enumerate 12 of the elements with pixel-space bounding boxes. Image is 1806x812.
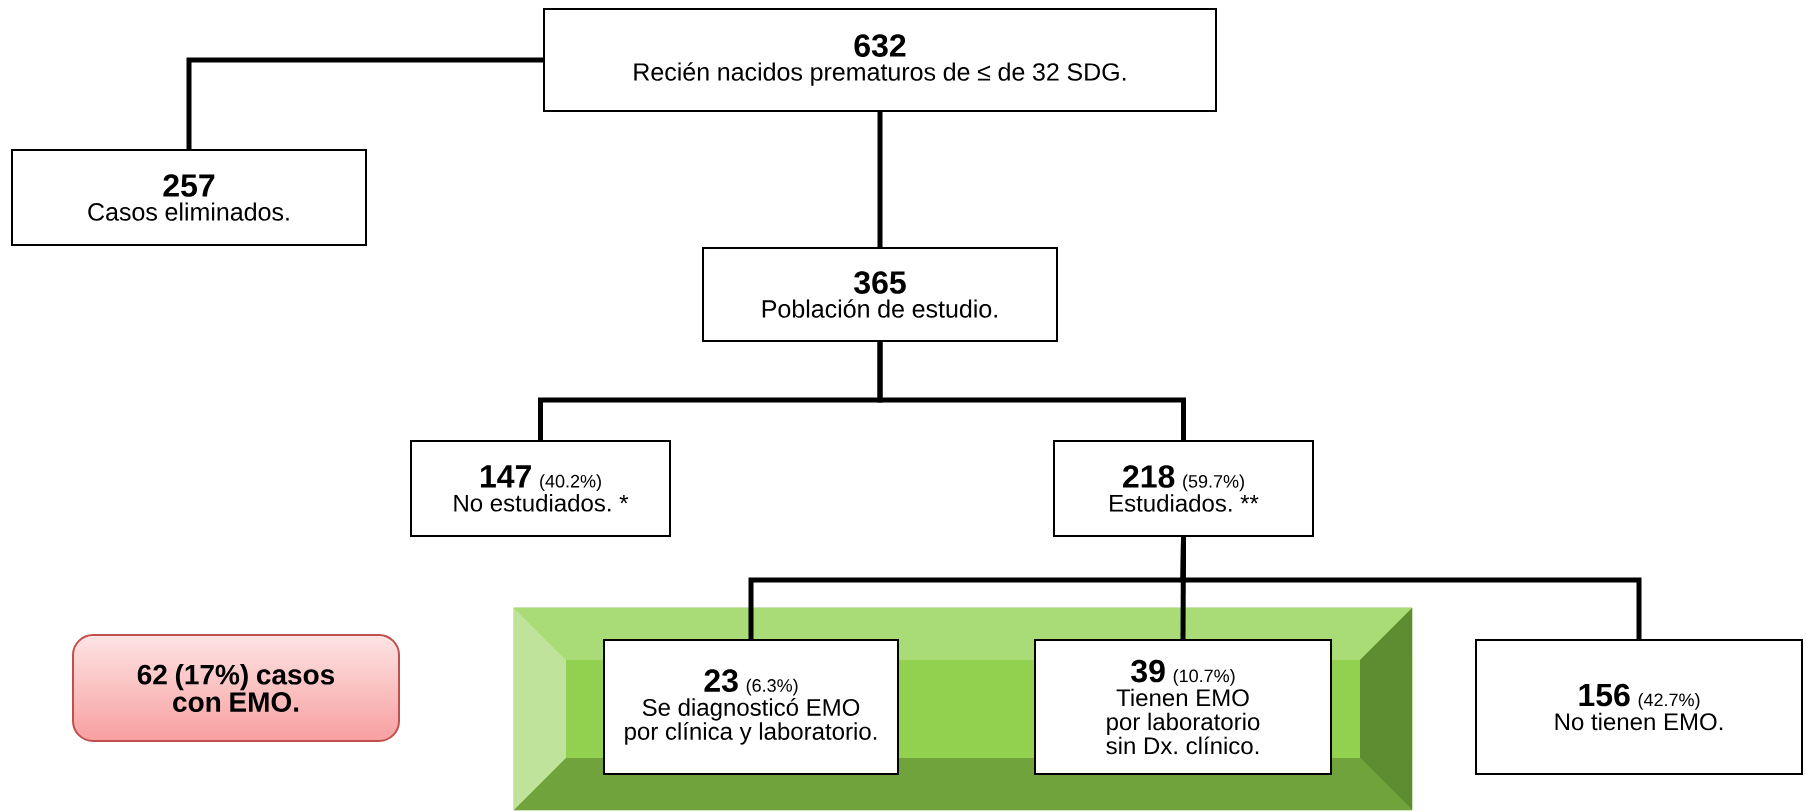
process-box: 39 (10.7%) Tienen EMO por laboratorio sin Dx. clínico. — [1034, 639, 1332, 775]
process-box: 365 Población de estudio. — [702, 247, 1058, 342]
process-box: 147 (40.2%) No estudiados. * — [410, 440, 671, 537]
connector-line — [877, 342, 1186, 440]
process-box: 218 (59.7%) Estudiados. ** — [1053, 440, 1314, 537]
process-box: 632 Recién nacidos prematuros de ≤ de 32 SDG. — [543, 8, 1217, 112]
process-box: 156 (42.7%) No tienen EMO. — [1475, 639, 1803, 775]
process-box: 23 (6.3%) Se diagnosticó EMO por clínica y laboratorio. — [603, 639, 899, 775]
summary-box: 62 (17%) casos con EMO. — [72, 634, 400, 742]
connector-line — [877, 112, 883, 247]
connector-line — [186, 57, 543, 149]
process-box: 257 Casos eliminados. — [11, 149, 367, 246]
